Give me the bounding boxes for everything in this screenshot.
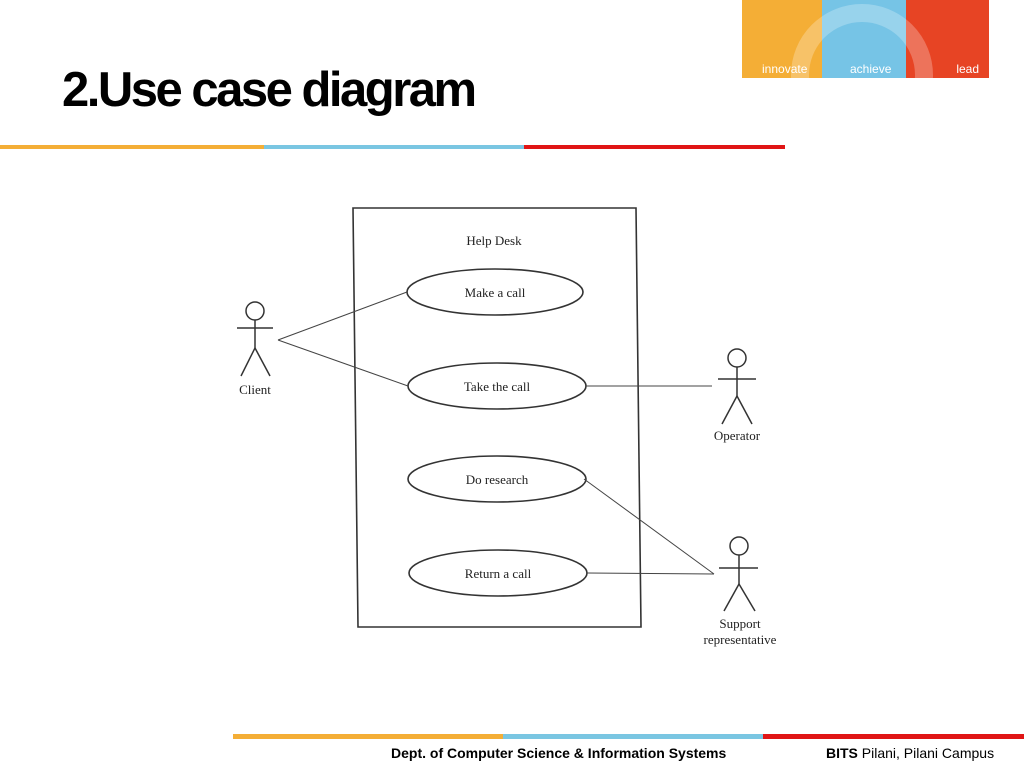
stripe-blue xyxy=(264,145,524,149)
brand-label-innovate: innovate xyxy=(762,62,808,76)
slide-title: 2.Use case diagram xyxy=(62,63,477,117)
stripe-blue xyxy=(503,734,763,739)
stripe-red xyxy=(763,734,1024,739)
use-case-do-research: Do research xyxy=(407,455,587,503)
stripe-orange xyxy=(233,734,503,739)
association-line xyxy=(586,572,715,575)
gear-icon xyxy=(791,16,822,78)
use-case-return-a-call: Return a call xyxy=(408,549,588,597)
association-line xyxy=(583,478,715,575)
gear-icon xyxy=(906,19,933,78)
use-case-label: Make a call xyxy=(465,285,526,300)
actor-label-support-line2: representative xyxy=(704,632,777,647)
footer-institute-rest: Pilani, Pilani Campus xyxy=(857,745,995,761)
system-boundary xyxy=(352,207,642,628)
use-case-label: Take the call xyxy=(464,379,531,394)
footer-institute-bold: BITS xyxy=(826,745,858,761)
actor-client xyxy=(237,301,273,377)
use-case-take-the-call: Take the call xyxy=(407,362,587,410)
footer-department: Dept. of Computer Science & Information … xyxy=(391,745,727,761)
association-line xyxy=(277,339,409,387)
title-underline xyxy=(0,145,785,149)
footer-institute: BITS Pilani, Pilani Campus xyxy=(826,745,994,761)
stripe-orange xyxy=(0,145,264,149)
actor-label-operator: Operator xyxy=(714,428,761,443)
actor-label-client: Client xyxy=(239,382,271,397)
brand-achieve: achieve xyxy=(822,0,906,78)
actor-operator xyxy=(718,348,756,425)
brand-innovate: innovate xyxy=(742,0,822,78)
stripe-red xyxy=(524,145,785,149)
use-case-label: Return a call xyxy=(465,566,532,581)
use-case-make-a-call: Make a call xyxy=(406,268,584,316)
use-case-label: Do research xyxy=(466,472,529,487)
actor-support-representative xyxy=(719,536,758,612)
brand-logo: innovate achieve lead xyxy=(742,0,989,78)
footer-stripe xyxy=(233,734,1024,739)
system-label: Help Desk xyxy=(466,233,522,248)
gear-icon xyxy=(822,4,906,46)
association-line xyxy=(277,291,408,341)
brand-lead: lead xyxy=(906,0,989,78)
brand-label-lead: lead xyxy=(956,62,979,76)
actor-label-support-line1: Support xyxy=(719,616,761,631)
brand-label-achieve: achieve xyxy=(850,62,892,76)
